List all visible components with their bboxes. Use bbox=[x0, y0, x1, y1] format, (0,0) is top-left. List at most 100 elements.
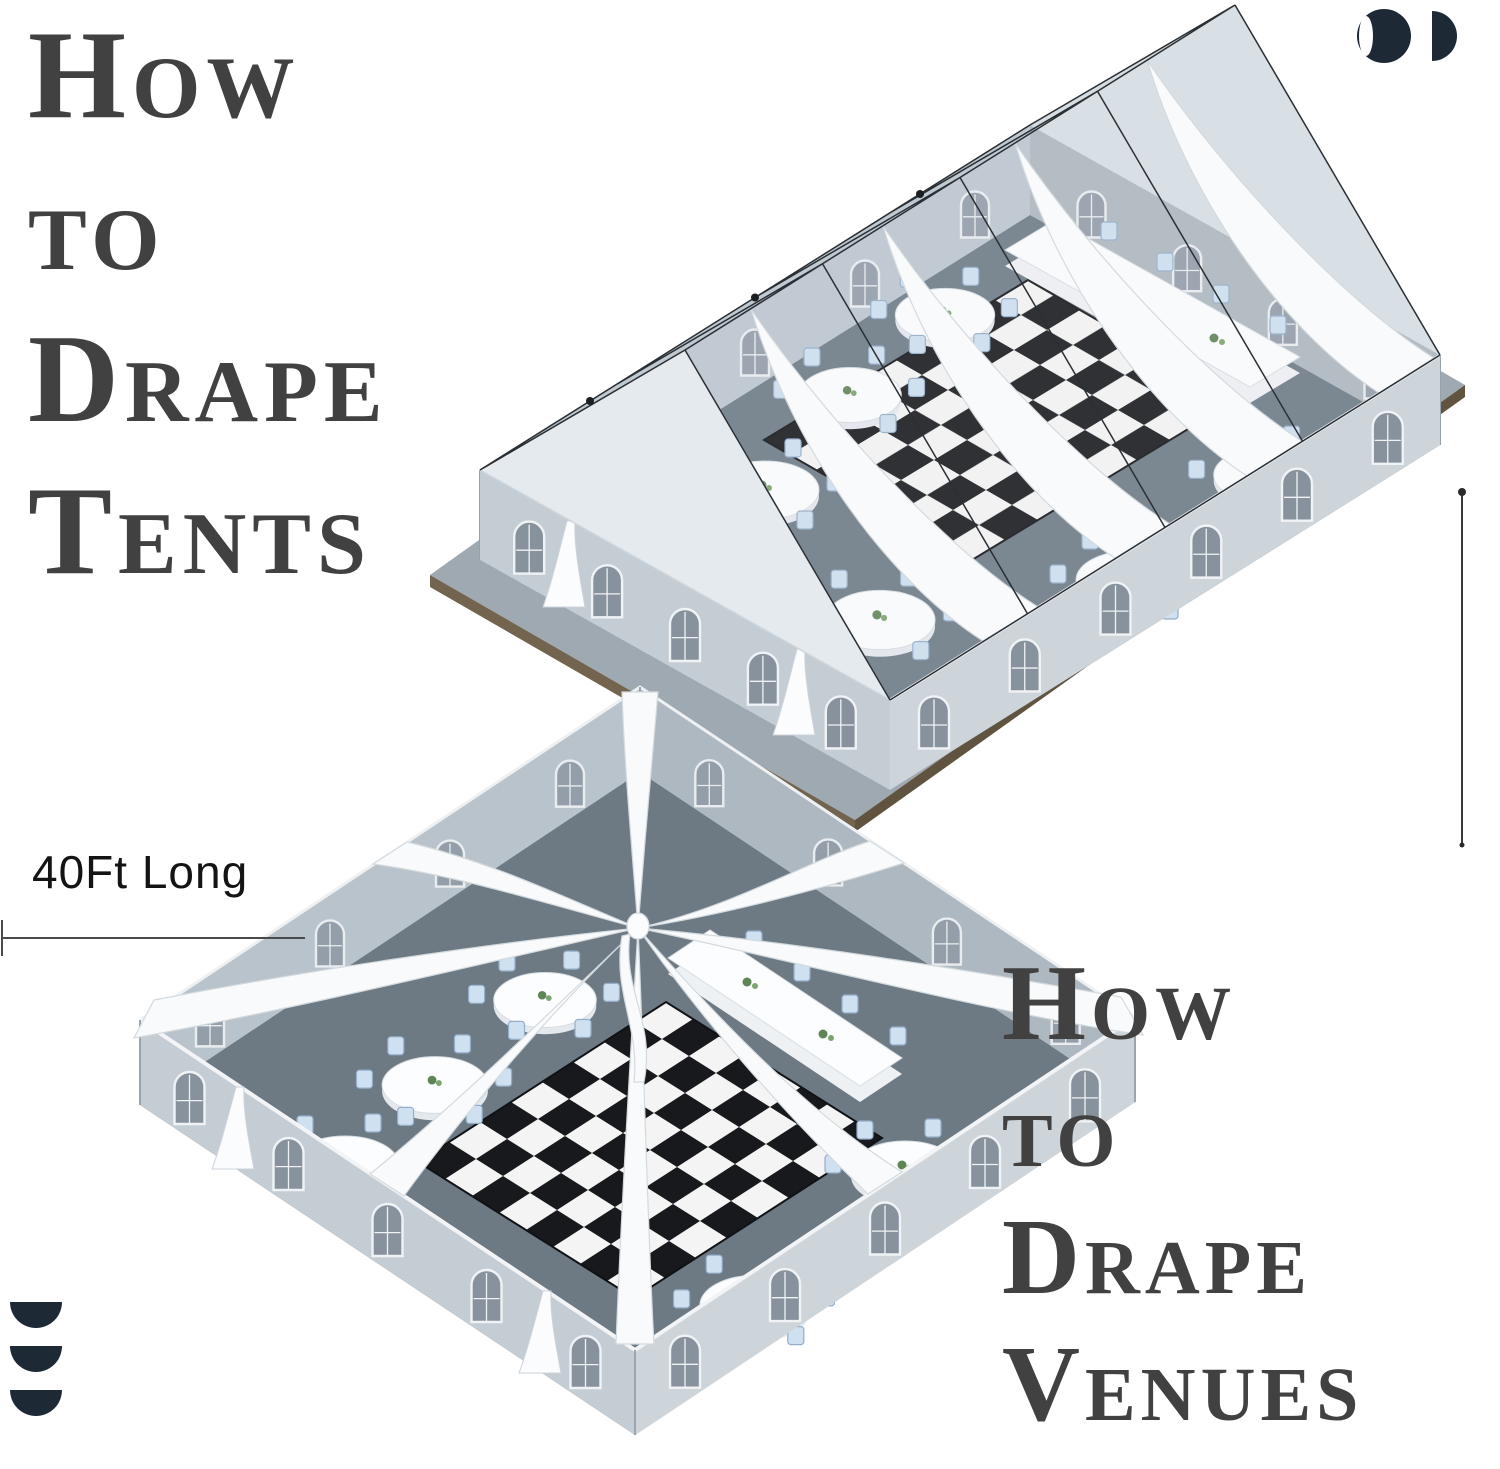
chair bbox=[962, 266, 980, 286]
window-mullion bbox=[827, 699, 854, 749]
window-mullion bbox=[318, 923, 342, 967]
centerpiece bbox=[842, 385, 852, 395]
title-line: Drape bbox=[1002, 1198, 1312, 1317]
chair bbox=[574, 1018, 592, 1039]
drape-ray bbox=[132, 927, 639, 1039]
window-mullion bbox=[1102, 585, 1129, 635]
chair bbox=[1049, 564, 1067, 584]
chair bbox=[453, 1034, 472, 1054]
window-row bbox=[917, 410, 1404, 750]
eave-fitting bbox=[916, 190, 924, 198]
window-mullion bbox=[1193, 528, 1220, 578]
drape-ray bbox=[368, 927, 639, 1197]
chair bbox=[672, 1289, 691, 1309]
chair bbox=[507, 1020, 526, 1041]
chair bbox=[856, 1120, 874, 1140]
drape-ray bbox=[637, 840, 906, 929]
half-disc-icon bbox=[10, 1390, 62, 1416]
window-row bbox=[173, 1070, 602, 1390]
curtain bbox=[518, 1290, 562, 1374]
window-mullion bbox=[1284, 471, 1310, 521]
drape-knot bbox=[626, 912, 650, 940]
window-mullion bbox=[176, 1075, 203, 1124]
title-how-to-drape-venues: How to Drape Venues bbox=[1002, 940, 1363, 1448]
logo-icons bbox=[10, 9, 1457, 1416]
window-mullion bbox=[516, 524, 543, 574]
chair bbox=[908, 334, 927, 355]
centerpiece bbox=[872, 610, 882, 620]
centerpiece bbox=[1209, 333, 1219, 343]
chair bbox=[830, 569, 848, 589]
title-how-to-drape-tents: How to Drape Tents bbox=[28, 0, 389, 608]
drape-ray bbox=[621, 691, 659, 929]
window-mullion bbox=[921, 699, 947, 749]
title-line: to bbox=[1002, 1071, 1121, 1190]
chair bbox=[468, 984, 486, 1004]
chair bbox=[1000, 298, 1019, 318]
window-mullion bbox=[374, 1207, 401, 1256]
chair bbox=[803, 347, 821, 367]
chair bbox=[973, 333, 991, 353]
centerpiece bbox=[897, 1160, 907, 1170]
window-mullion bbox=[558, 763, 582, 807]
chair bbox=[1269, 315, 1287, 335]
eave-fitting bbox=[586, 397, 594, 405]
tent-wall-back-right bbox=[1030, 125, 1440, 445]
drape-ray bbox=[371, 841, 639, 929]
dimension-label: 40Ft Long bbox=[32, 846, 249, 898]
window-mullion bbox=[1072, 1072, 1098, 1122]
curtain bbox=[772, 648, 816, 736]
window-mullion bbox=[872, 1205, 898, 1255]
curtain-group bbox=[542, 520, 816, 736]
title-line: Drape bbox=[28, 310, 389, 449]
chair bbox=[397, 1106, 415, 1126]
window-mullion bbox=[772, 1272, 798, 1322]
table-top bbox=[493, 971, 597, 1029]
radial-drapes bbox=[132, 691, 1145, 1345]
window-mullion bbox=[1374, 414, 1401, 464]
drape-ray bbox=[637, 927, 1145, 1036]
venue-illustration bbox=[132, 685, 1145, 1435]
horizontal-dimension-line bbox=[1, 920, 305, 956]
chair bbox=[562, 950, 581, 970]
centerpiece bbox=[818, 1029, 828, 1039]
chair bbox=[907, 377, 926, 397]
chair bbox=[355, 1069, 374, 1089]
eave-fitting bbox=[751, 293, 759, 302]
window-mullion bbox=[743, 332, 767, 376]
curtain bbox=[542, 520, 586, 608]
chair bbox=[889, 1026, 907, 1046]
half-disc-icon bbox=[10, 1302, 62, 1328]
centerpiece bbox=[537, 990, 547, 1000]
title-line: Venues bbox=[1002, 1325, 1364, 1444]
window-mullion bbox=[672, 1338, 698, 1388]
half-disc-icon bbox=[10, 1346, 62, 1372]
curtain bbox=[211, 1086, 255, 1170]
chair bbox=[784, 438, 802, 458]
banquet-table bbox=[667, 929, 907, 1102]
tent-illustration bbox=[430, 4, 1465, 832]
window-row bbox=[513, 520, 857, 750]
chair bbox=[364, 1113, 382, 1133]
window-mullion bbox=[1079, 194, 1104, 238]
crescent-circle-icon bbox=[1357, 9, 1411, 63]
window-mullion bbox=[972, 1138, 998, 1188]
centerpiece bbox=[881, 614, 888, 622]
chair bbox=[705, 1254, 723, 1274]
window-mullion bbox=[473, 1273, 500, 1322]
window-mullion bbox=[1175, 248, 1200, 292]
drape-ray bbox=[637, 927, 904, 1195]
dimension-endpoint bbox=[1458, 488, 1466, 496]
title-line: How bbox=[28, 6, 301, 145]
window-mullion bbox=[697, 763, 722, 807]
centerpiece bbox=[427, 1075, 437, 1085]
centerpiece bbox=[752, 983, 758, 989]
title-line: to bbox=[28, 158, 166, 297]
chair bbox=[796, 510, 814, 530]
window-mullion bbox=[594, 568, 621, 618]
dimension-endpoint bbox=[1459, 842, 1465, 848]
chair bbox=[1156, 252, 1174, 272]
window-mullion bbox=[853, 263, 877, 307]
